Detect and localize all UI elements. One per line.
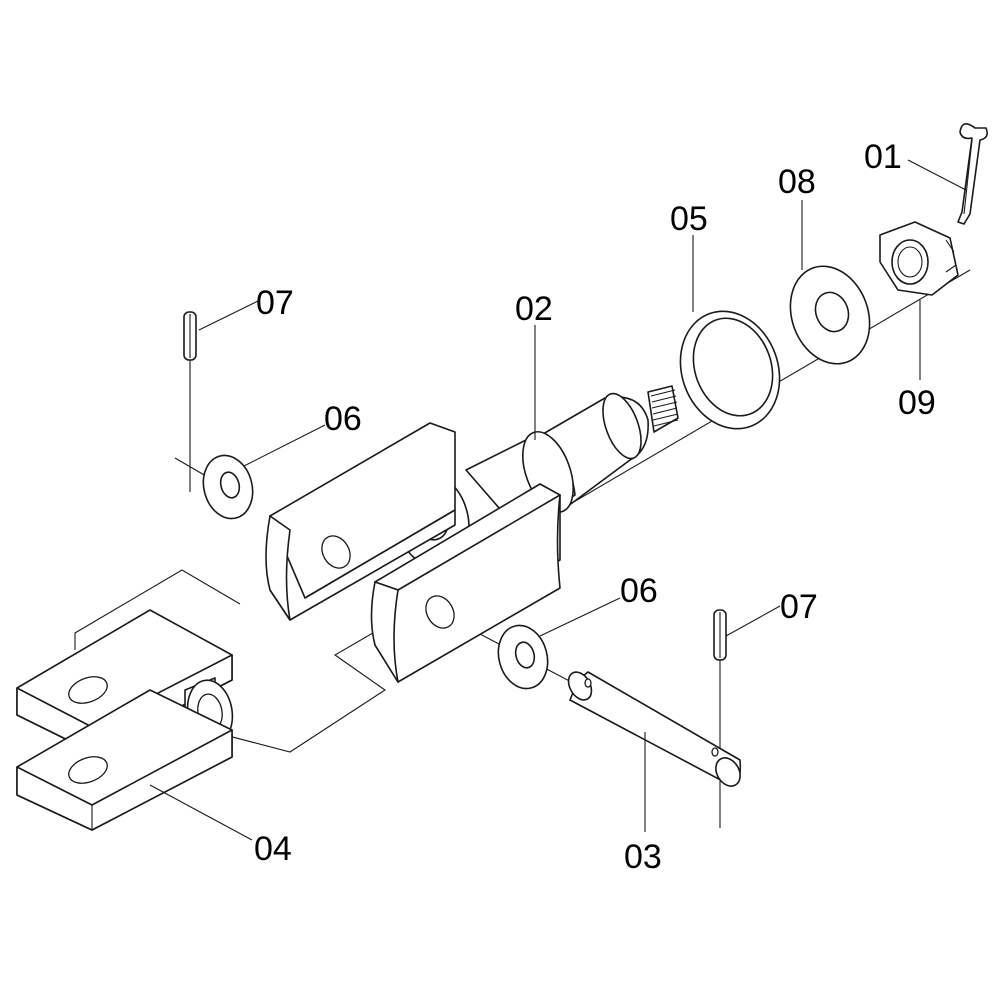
leader-07-bottom [725, 605, 781, 637]
part-07-roll-pin-bottom [713, 609, 727, 661]
leader-06-bottom [539, 597, 621, 637]
callout-03: 03 [624, 838, 662, 876]
callout-04: 04 [254, 830, 292, 868]
callout-09: 09 [898, 384, 936, 422]
callout-06-bottom: 06 [620, 572, 658, 610]
leader-01 [907, 159, 967, 191]
leader-04 [149, 784, 253, 841]
leader-07-top [198, 299, 261, 331]
callout-05: 05 [670, 200, 708, 238]
callout-06-top: 06 [324, 400, 362, 438]
callout-07-bottom: 07 [780, 588, 818, 626]
part-07-roll-pin-top [183, 311, 197, 361]
callout-07-top: 07 [256, 284, 294, 322]
part-03-clevis-pin [567, 671, 742, 787]
part-01-cotter-pin [957, 123, 988, 225]
callout-leaders [149, 159, 967, 841]
part-02-shaft-clevis [265, 385, 679, 683]
part-06-washer-bottom [497, 624, 549, 690]
leader-06-top [243, 424, 326, 467]
part-08-washer [789, 265, 871, 365]
callout-01: 01 [864, 138, 902, 176]
callout-02: 02 [515, 290, 553, 328]
part-04-bracket [16, 609, 234, 831]
callout-08: 08 [778, 163, 816, 201]
part-05-ring [679, 310, 781, 430]
part-06-washer-top [202, 454, 254, 520]
part-09-castle-nut [879, 221, 959, 296]
